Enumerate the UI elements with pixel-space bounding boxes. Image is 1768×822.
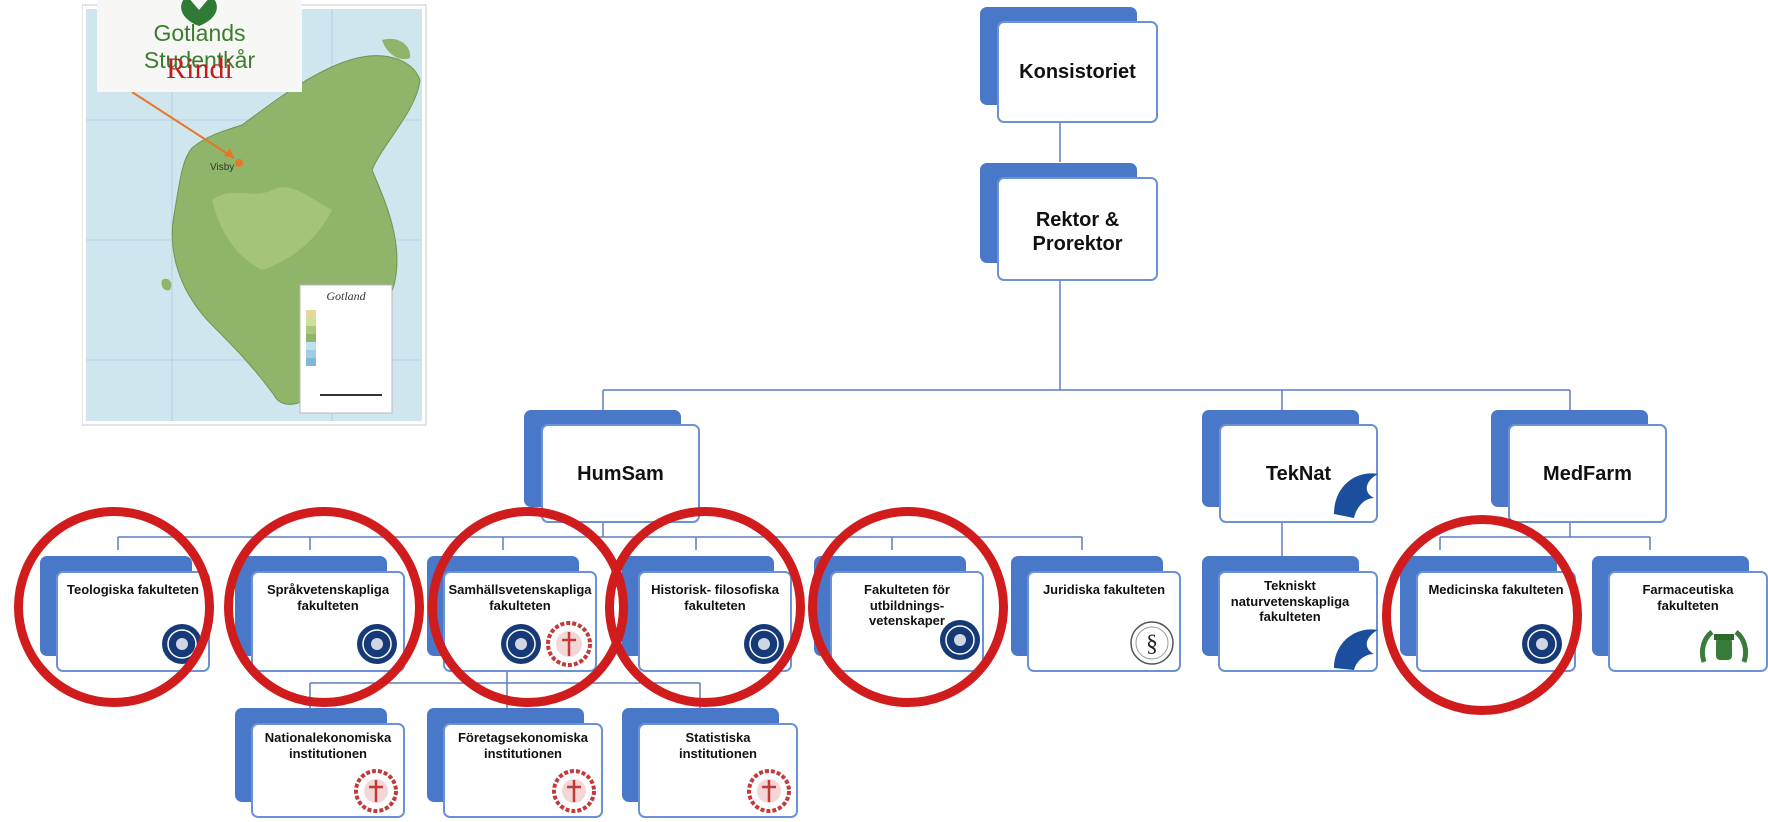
node-medicinska-fakulteten: Medicinska fakulteten <box>1400 556 1576 672</box>
node-utbildningsvetenskaper-fakulteten: Fakulteten för utbildnings- vetenskaper <box>814 556 984 672</box>
node-label: Medicinska fakulteten <box>1428 582 1564 597</box>
university-seal-icon <box>940 620 980 660</box>
node-teologiska-fakulteten: Teologiska fakulteten <box>40 556 210 672</box>
law-section-seal-icon: § <box>1130 621 1174 665</box>
node-label: Rektor & Prorektor <box>1032 209 1123 255</box>
node-tekniskt-naturvetenskapliga-fakulteten: Tekniskt naturvetenskapliga fakulteten <box>1202 556 1378 672</box>
node-teknat: TekNat <box>1202 410 1378 523</box>
node-sprakvetenskapliga-fakulteten: Språkvetenskapliga fakulteten <box>235 556 405 672</box>
student-union-logo: Gotlands Studentkår Rindi <box>97 0 302 92</box>
logo-text-line1: Gotlands Studentkår <box>143 20 256 73</box>
leaf-icon <box>181 0 217 26</box>
node-label: Språkvetenskapliga fakulteten <box>266 582 390 613</box>
university-seal-icon <box>744 624 784 664</box>
university-seal-icon <box>501 624 541 664</box>
node-juridiska-fakulteten: Juridiska fakulteten § <box>1011 556 1181 672</box>
economics-seal-icon <box>546 621 592 667</box>
node-label: Samhällsvetenskapliga fakulteten <box>448 582 592 613</box>
node-label: MedFarm <box>1543 463 1632 485</box>
gotland-map: Visby Gotland Gotlands Studentkår Rindi <box>81 0 428 428</box>
map-place-label: Visby <box>210 162 234 173</box>
node-foretagsekonomiska-institutionen: Företagsekonomiska institutionen <box>427 708 603 818</box>
node-label: Statistiska institutionen <box>679 730 757 761</box>
university-seal-icon <box>162 624 202 664</box>
node-label: HumSam <box>577 463 664 485</box>
node-label: Konsistoriet <box>1019 61 1136 83</box>
teknat-emblem-icon <box>1334 473 1378 518</box>
economics-seal-icon <box>747 769 791 813</box>
teknat-emblem-icon <box>1334 629 1378 670</box>
node-nationalekonomiska-institutionen: Nationalekonomiska institutionen <box>235 708 405 818</box>
node-label: Tekniskt naturvetenskapliga fakulteten <box>1230 578 1350 625</box>
node-medfarm: MedFarm <box>1491 410 1667 523</box>
node-farmaceutiska-fakulteten: Farmaceutiska fakulteten <box>1592 556 1768 672</box>
pharmacy-emblem-icon <box>1699 630 1749 663</box>
node-samhallsvetenskapliga-fakulteten: Samhällsvetenskapliga fakulteten <box>427 556 597 672</box>
node-historisk-filosofiska-fakulteten: Historisk- filosofiska fakulteten <box>622 556 792 672</box>
logo-text-line2: Rindi <box>166 52 233 85</box>
university-seal-icon <box>1522 624 1562 664</box>
node-label: Fakulteten för utbildnings- vetenskaper <box>864 582 950 629</box>
node-label: TekNat <box>1265 463 1332 485</box>
svg-text:§: § <box>1146 631 1158 657</box>
node-label: Farmaceutiska fakulteten <box>1642 582 1734 613</box>
node-label: Nationalekonomiska institutionen <box>264 730 392 761</box>
node-humsam: HumSam <box>524 410 700 523</box>
node-label: Historisk- filosofiska fakulteten <box>651 582 779 613</box>
university-seal-icon <box>357 624 397 664</box>
node-konsistoriet: Konsistoriet <box>980 7 1158 123</box>
node-rektor: Rektor & Prorektor <box>980 163 1158 281</box>
node-label: Företagsekonomiska institutionen <box>457 730 589 761</box>
node-label: Teologiska fakulteten <box>67 582 199 597</box>
economics-seal-icon <box>552 769 596 813</box>
node-label: Juridiska fakulteten <box>1042 582 1166 597</box>
map-legend-title: Gotland <box>326 289 366 303</box>
node-statistiska-institutionen: Statistiska institutionen <box>622 708 798 818</box>
economics-seal-icon <box>354 769 398 813</box>
